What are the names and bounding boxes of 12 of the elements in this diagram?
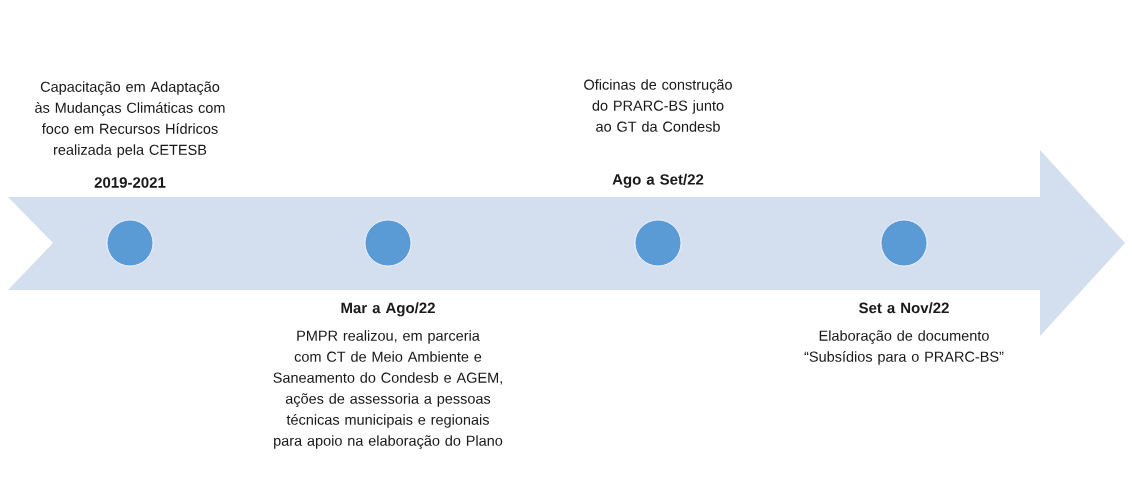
timeline-dot [880,219,928,267]
event-description: PMPR realizou, em parceria com CT de Meio Ambiente e Saneamento do Condesb e AGEM, ações de assessoria a pessoas técnicas municipais e regionais para apoio na elaboração do Plano [273,330,503,449]
timeline-dot [634,219,682,267]
date-label: 2019-2021 [94,177,166,188]
event-description: Capacitação em Adaptação às Mudanças Climáticas com foco em Recursos Hídricos realizada pela CETESB [35,81,225,158]
date-label: Ago a Set/22 [612,173,704,188]
timeline-dot [364,219,412,267]
date-label: Set a Nov/22 [859,302,949,314]
event-description: Elaboração de documento “Subsídios para o PRARC-BS” [804,330,1004,365]
event-description: Oficinas de construção do PRARC-BS junto ao GT da Condesb [584,79,732,132]
date-label: Mar a Ago/22 [341,302,435,317]
timeline-dot [106,219,154,267]
